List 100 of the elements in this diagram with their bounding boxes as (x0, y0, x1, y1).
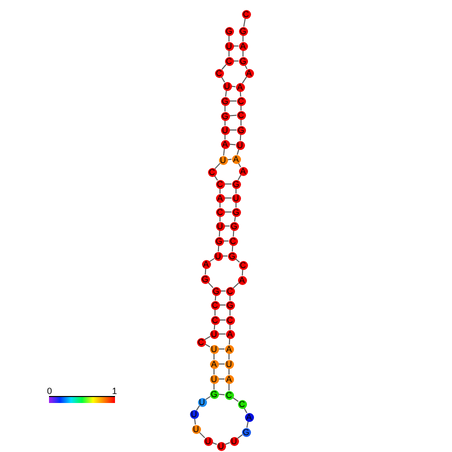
base-pair-line (219, 304, 226, 306)
nucleotide-circle: G (200, 274, 210, 284)
nucleotide-circle: U (216, 442, 226, 450)
backbone-line (246, 420, 249, 428)
backbone-line (242, 35, 244, 42)
backbone-line (205, 396, 211, 400)
nucleotide-circle: A (216, 194, 224, 202)
nucleotide-circle: G (212, 286, 220, 296)
nucleotide-circle: A (236, 82, 244, 92)
base-pair-line (229, 114, 237, 116)
nucleotide-circle: C (236, 96, 246, 106)
nucleotide-circle: G (238, 26, 248, 36)
nucleotide-circle: U (198, 398, 206, 406)
nucleotide-circle: C (224, 56, 234, 66)
backbone-line (198, 432, 206, 438)
backbone-line (208, 282, 214, 288)
scale-label: 1 (112, 387, 118, 396)
backbone-line (234, 216, 236, 222)
backbone-line (204, 336, 211, 340)
nucleotide-circle: G (242, 428, 250, 436)
nucleotide-circle: U (236, 140, 244, 150)
nucleotide-circle: U (220, 126, 230, 134)
backbone-line (214, 309, 216, 316)
backbone-line (238, 174, 242, 180)
base-pair-line (223, 240, 229, 242)
nucleotide-circle: U (210, 344, 218, 354)
backbone-line (240, 91, 242, 97)
base-pair-line (218, 394, 225, 396)
backbone-line (209, 258, 215, 262)
nucleotide-circle: C (236, 110, 246, 120)
nucleotide-circle: G (236, 126, 246, 134)
nucleotide-circle: C (216, 208, 224, 216)
backbone-line (224, 134, 226, 140)
nucleotide-circle: G (220, 96, 230, 106)
nucleotide-circle: G (238, 56, 248, 66)
nucleotide-circle: U (218, 156, 228, 164)
backbone-line (218, 245, 220, 252)
nucleotide-circle: A (224, 374, 234, 384)
backbone-line (237, 434, 243, 439)
backbone-line (240, 105, 242, 111)
backbone-line (240, 134, 242, 141)
backbone-line (232, 282, 240, 288)
nucleotide-circle: G (228, 252, 236, 260)
nucleotide-circle: A (238, 166, 248, 176)
nucleotide-circle: G (214, 236, 224, 246)
backbone-line (214, 295, 216, 301)
backbone-line (242, 50, 244, 57)
backbone-line (224, 105, 226, 112)
base-pair-line (229, 100, 237, 102)
backbone-line (232, 230, 234, 237)
nucleotide-circle: G (224, 26, 234, 36)
nucleotide-circle: U (224, 42, 234, 50)
backbone-line (242, 269, 244, 276)
backbone-line (232, 397, 239, 402)
backbone-line (194, 418, 196, 425)
nucleotide-circle: A (238, 276, 246, 284)
backbone-line (228, 35, 230, 42)
nucleotide-circle: C (228, 236, 238, 246)
nucleotide-circle: A (238, 42, 248, 50)
backbone-line (214, 162, 220, 170)
nucleotide-circle: U (216, 222, 224, 230)
nucleotide-circle: G (232, 208, 240, 216)
nucleotide-circle: C (238, 400, 246, 408)
nucleotide-circle: C (210, 316, 220, 324)
nucleotide-circle: A (244, 412, 254, 422)
nucleotide-circle: U (214, 252, 222, 260)
nucleotide-circle: A (220, 140, 230, 148)
nucleotide-circle: G (230, 222, 238, 230)
nucleotide-circle: A (202, 260, 210, 268)
nucleotide-circle: G (220, 112, 230, 120)
backbone-line (223, 148, 225, 156)
base-pair-line (218, 378, 225, 380)
nucleotide-circle: G (210, 390, 218, 398)
nucleotide-circle: C (242, 10, 250, 18)
backbone-line (228, 338, 230, 345)
backbone-line (196, 405, 200, 411)
nucleotide-circle: U (224, 360, 234, 368)
backbone-line (228, 368, 230, 375)
nucleotide-circle: A (232, 154, 240, 164)
nucleotide-circle: A (226, 330, 234, 338)
backbone-line (242, 76, 248, 84)
backbone-line (224, 120, 226, 126)
base-pair-line (218, 348, 225, 350)
nucleotide-circle: G (232, 180, 240, 188)
nucleotide-circle: C (208, 168, 216, 176)
backbone-line (204, 268, 206, 275)
nucleotide-circle: C (238, 260, 248, 270)
nucleotide-circle: U (210, 374, 218, 384)
nucleotide-circle: U (190, 410, 198, 418)
backbone-line (232, 245, 234, 252)
backbone-line (225, 90, 227, 97)
nucleotide-circle: G (226, 300, 234, 310)
nucleotide-circle: A (224, 344, 234, 354)
nucleotide-circle: U (232, 194, 240, 202)
nucleotide-circle: C (226, 286, 234, 296)
backbone-line (228, 50, 230, 57)
nucleotide-circle: C (210, 300, 220, 310)
nucleotide-circle: C (196, 338, 206, 346)
base-pair-line (220, 290, 226, 292)
nucleotide-circle: C (226, 316, 234, 324)
